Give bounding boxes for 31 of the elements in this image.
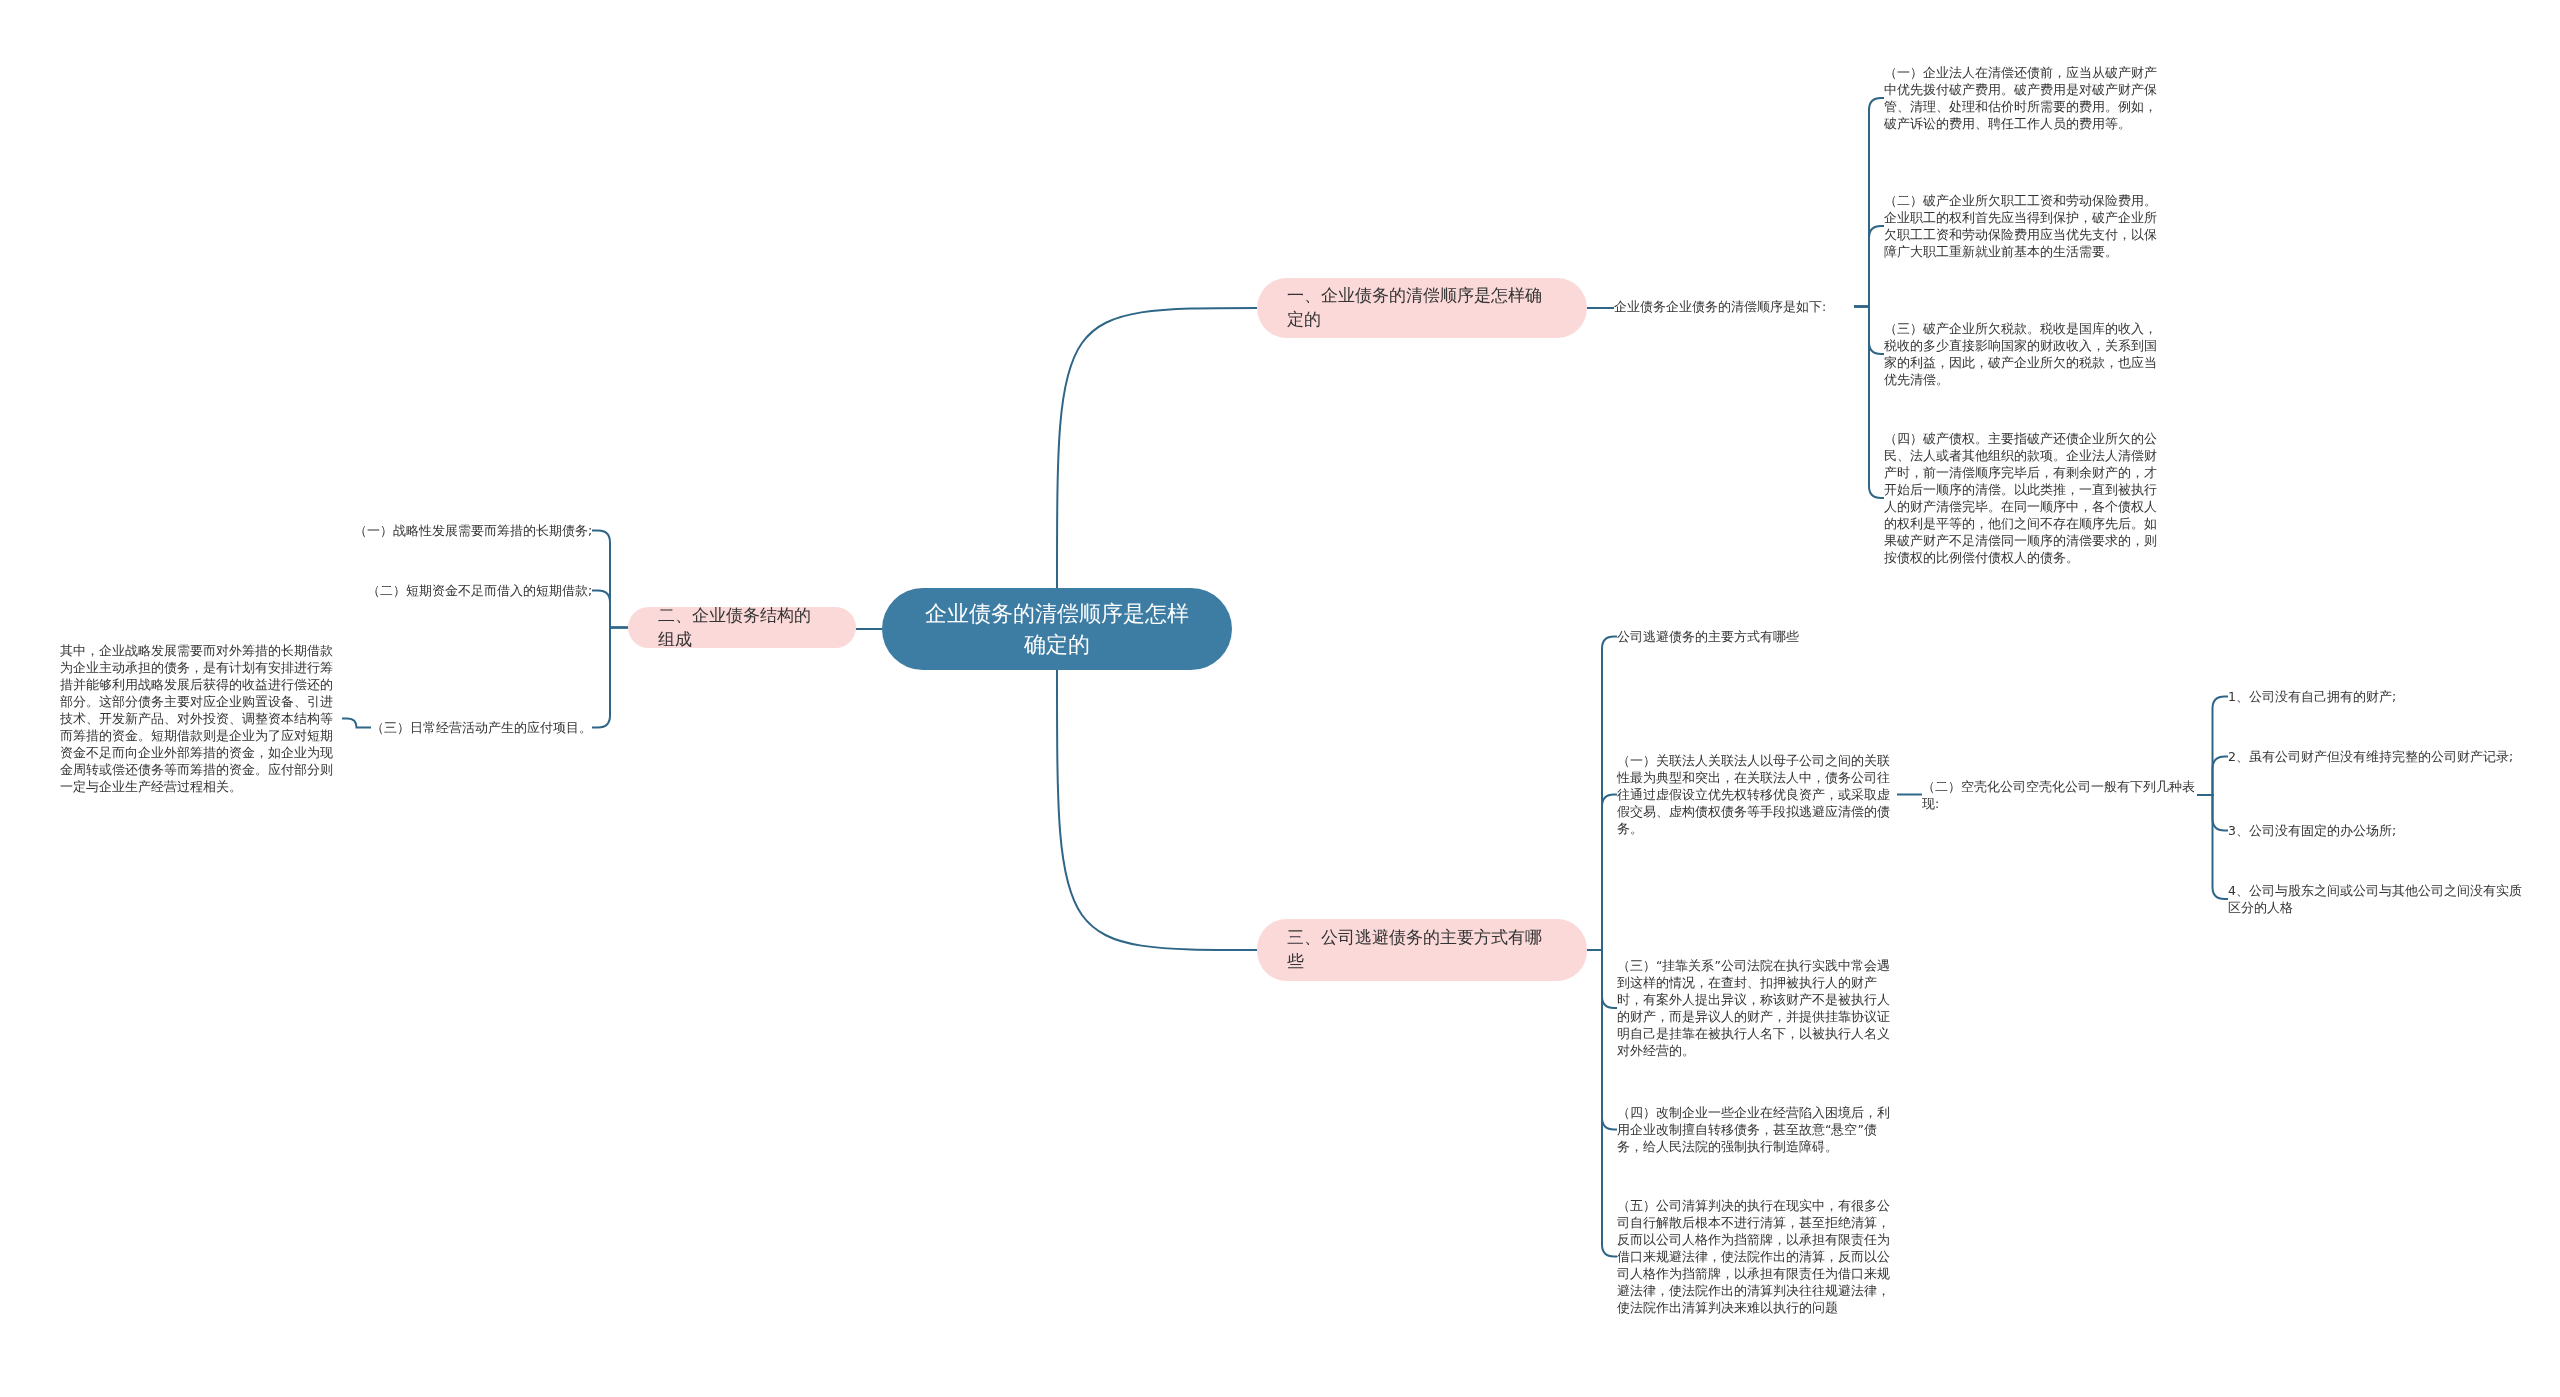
connector-line [1056, 669, 1258, 951]
topic-text: 企业债务企业债务的清偿顺序是如下: [1614, 298, 1854, 315]
topic-text: （二）破产企业所欠职工工资和劳动保险费用。企业职工的权利首先应当得到保护，破产企业所欠职工工资和劳动保险费用应当优先支付，以保障广大职工重新就业前基本的生活需要。 [1884, 192, 2164, 260]
connector-line [1896, 793, 1923, 796]
topic-text: （二）短期资金不足而借入的短期借款; [367, 582, 593, 599]
branch-topic: 二、企业债务结构的组成 [628, 607, 856, 648]
topic-text: （一）战略性发展需要而筹措的长期债务; [354, 522, 593, 539]
connector-line [1056, 307, 1258, 589]
topic-text: （四）改制企业一些企业在经营陷入困境后，利用企业改制擅自转移债务，甚至故意“悬空”债务，给人民法院的强制执行制造障碍。 [1617, 1104, 1897, 1155]
branch-topic: 一、企业债务的清偿顺序是怎样确定的 [1257, 278, 1587, 338]
connector-line [1853, 305, 1885, 499]
branch-topic: 三、公司逃避债务的主要方式有哪些 [1257, 919, 1587, 981]
topic-text: （三）破产企业所欠税款。税收是国库的收入，税收的多少直接影响国家的财政收入，关系到国家的利益，因此，破产企业所欠的税款，也应当优先清偿。 [1884, 320, 2164, 388]
topic-text: 其中，企业战略发展需要而对外筹措的长期借款为企业主动承担的债务，是有计划有安排进行筹措并能够利用战略发展后获得的收益进行偿还的部分。这部分债务主要对应企业购置设备、引进技术、开发新产品、对外投资、调整资本结构等而筹措的资金。短期借款则是企业为了应对短期资金不足而向企业外部筹措的资金，如企业为现金周转或偿还债务等而筹措的资金。应付部分则一定与企业生产经营过程相关。 [60, 642, 342, 795]
central-topic: 企业债务的清偿顺序是怎样确定的 [882, 588, 1232, 670]
connector-line [855, 628, 883, 630]
topic-text: （五）公司清算判决的执行在现实中，有很多公司自行解散后根本不进行清算，甚至拒绝清算，反而以公司人格作为挡箭牌，以承担有限责任为借口来规避法律，使法院作出的清算，反而以公司人格作为挡箭牌，以承担有限责任为借口来规避法律，使法院作出的清算判决往往规避法律，使法院作出清算判决来难以执行的问题 [1617, 1197, 1897, 1316]
topic-text: （二）空壳化公司空壳化公司一般有下列几种表现: [1922, 778, 2197, 812]
connector-line [1586, 307, 1615, 309]
topic-text: （三）“挂靠关系”公司法院在执行实践中常会遇到这样的情况，在查封、扣押被执行人的财产时，有案外人提出异议，称该财产不是被执行人的财产，而是异议人的财产，并提供挂靠协议证明自己是挂靠在被执行人名下，以被执行人名义对外经营的。 [1617, 957, 1897, 1059]
connector-line [341, 717, 372, 729]
topic-text: 2、虽有公司财产但没有维持完整的公司财产记录; [2228, 748, 2528, 765]
topic-text: 3、公司没有固定的办公场所; [2228, 822, 2528, 839]
topic-text: 1、公司没有自己拥有的财产; [2228, 688, 2528, 705]
topic-text: （一）企业法人在清偿还债前，应当从破产财产中优先拨付破产费用。破产费用是对破产财产保管、清理、处理和估价时所需要的费用。例如，破产诉讼的费用、聘任工作人员的费用等。 [1884, 64, 2164, 132]
topic-text: （一）关联法人关联法人以母子公司之间的关联性最为典型和突出，在关联法人中，债务公司往往通过虚假设立优先权转移优良资产，或采取虚假交易、虚构债权债务等手段拟逃避应清偿的债务。 [1617, 752, 1897, 837]
topic-text: 4、公司与股东之间或公司与其他公司之间没有实质区分的人格 [2228, 882, 2528, 916]
topic-text: （三）日常经营活动产生的应付项目。 [371, 719, 592, 736]
topic-text: （四）破产债权。主要指破产还债企业所欠的公民、法人或者其他组织的款项。企业法人清偿财产时，前一清偿顺序完毕后，有剩余财产的，才开始后一顺序的清偿。以此类推，一直到被执行人的财产清偿完毕。在同一顺序中，各个债权人的权利是平等的，他们之间不存在顺序先后。如果破产财产不足清偿同一顺序的清偿要求的，则按债权的比例偿付债权人的债务。 [1884, 430, 2164, 566]
connector-line [1586, 949, 1618, 1258]
topic-text: 公司逃避债务的主要方式有哪些 [1617, 628, 1877, 645]
